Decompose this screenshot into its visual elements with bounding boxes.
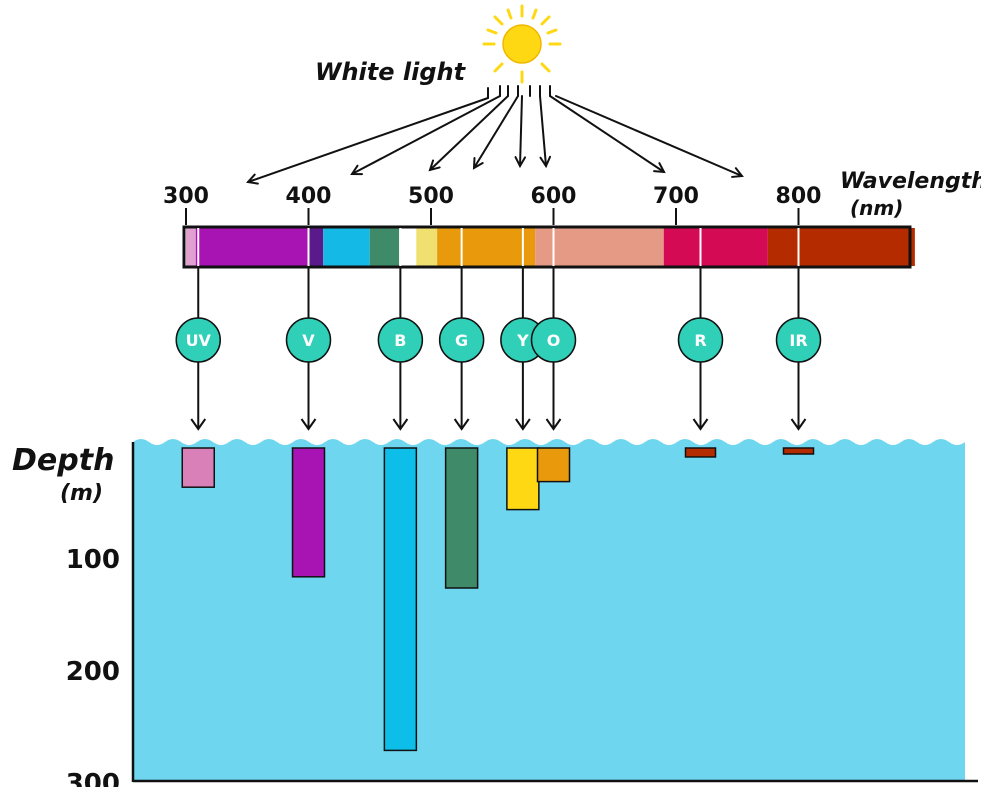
wavelength-tick-400: 400	[286, 184, 332, 209]
band-label: UV	[186, 331, 212, 350]
spectrum-segment	[323, 228, 370, 266]
band-arrowhead	[692, 418, 709, 431]
spectrum-segment	[195, 228, 309, 266]
wavelength-tick-500: 500	[408, 184, 454, 209]
spectrum-segment	[369, 228, 400, 266]
spectrum-segment	[767, 228, 915, 266]
wavelength-tick-800: 800	[776, 184, 822, 209]
wavelength-tick-labels: 300 400 500 600 700 800	[163, 184, 821, 225]
band-label: O	[547, 331, 561, 350]
wavelength-unit-label: (nm)	[850, 196, 903, 220]
ray-arrowhead	[428, 159, 441, 172]
band-r: R	[677, 228, 724, 458]
band-g: G	[438, 228, 485, 589]
band-uv: UV	[175, 228, 221, 488]
depth-axis-label: Depth	[12, 443, 114, 478]
ray-arrowhead	[472, 157, 484, 170]
water-body	[133, 439, 965, 782]
spectrum-segment	[663, 228, 768, 266]
band-label: IR	[789, 331, 807, 350]
band-label: Y	[516, 331, 529, 350]
band-arrowhead	[190, 418, 207, 431]
penetration-bar	[536, 447, 571, 483]
band-v: V	[285, 228, 332, 578]
band-arrowhead	[453, 418, 470, 431]
spectrum-bar	[182, 225, 915, 269]
light-ray	[351, 95, 501, 175]
white-light-title: White light	[315, 58, 467, 86]
band-arrowhead	[300, 418, 317, 431]
depth-tick-200: 200	[66, 657, 120, 687]
band-arrowhead	[545, 418, 562, 431]
ray-arrowhead	[539, 155, 552, 169]
sun-ray-stubs	[487, 85, 551, 99]
ray-arrowhead	[731, 167, 744, 178]
spectrum-outline	[182, 225, 912, 269]
wavelength-tick-300: 300	[163, 184, 209, 209]
depth-tick-100: 100	[66, 545, 120, 575]
ray-arrowhead	[514, 156, 527, 169]
band-ir: IR	[775, 228, 822, 455]
depth-tick-300: 300	[66, 769, 120, 787]
light-ray	[539, 95, 547, 167]
band-label: R	[694, 331, 706, 350]
penetration-bar	[181, 447, 215, 488]
light-ray	[549, 95, 665, 173]
sun-icon	[482, 4, 562, 84]
light-ray	[247, 97, 489, 183]
spectrum-segment	[437, 228, 536, 266]
band-label: B	[394, 331, 406, 350]
light-ray	[519, 95, 523, 167]
band-arrowhead	[515, 418, 531, 431]
light-ray	[555, 95, 743, 177]
penetration-bar	[506, 447, 540, 511]
penetration-bar	[444, 447, 479, 589]
ray-arrowhead	[653, 162, 666, 174]
band-o: O	[530, 228, 577, 483]
wavelength-tick-600: 600	[531, 184, 577, 209]
penetration-bar	[782, 447, 815, 455]
band-b: B	[377, 228, 424, 752]
band-arrowhead	[790, 418, 807, 431]
ray-arrowhead	[350, 164, 363, 176]
depth-unit-label: (m)	[60, 481, 103, 506]
penetration-bar	[291, 447, 326, 578]
light-ray	[473, 95, 519, 169]
spectrum-segment	[535, 228, 664, 266]
spectrum-segment	[186, 228, 196, 266]
depth-tick-labels: 100 200 300	[66, 545, 120, 787]
spectrum-segment	[308, 228, 324, 266]
band-arrowhead	[392, 418, 409, 431]
band-label: G	[455, 331, 468, 350]
band-label: V	[302, 331, 315, 350]
spectrum-segment	[399, 228, 417, 266]
spectrum-segment	[416, 228, 438, 266]
light-ray	[429, 95, 509, 171]
penetration-bar	[383, 447, 418, 752]
ray-arrowhead	[246, 173, 259, 185]
penetration-bar	[684, 447, 717, 458]
wavelength-axis-label: Wavelength	[840, 169, 981, 194]
light-rays	[246, 95, 744, 185]
wavelength-tick-700: 700	[653, 184, 699, 209]
